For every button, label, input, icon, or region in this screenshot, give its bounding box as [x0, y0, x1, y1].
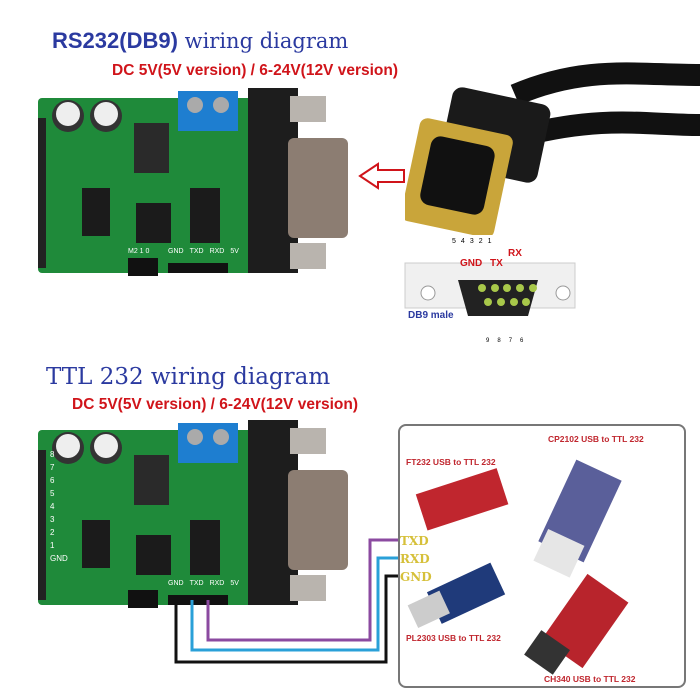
usb-ttl-adapters-box: FT232 USB to TTL 232 CP2102 USB to TTL 2… [398, 424, 686, 688]
gnd-label: GND [460, 258, 483, 269]
pin-number: 2 [478, 238, 483, 245]
pin-label-5v: 5V [230, 248, 239, 255]
txd-signal-label: TXD [400, 534, 429, 548]
rx-label: RX [508, 248, 522, 259]
pin-number: 7 [508, 338, 513, 344]
usb-adapters-image [407, 459, 629, 675]
db9-cable-image [405, 62, 700, 235]
gnd-signal-label: GND [400, 570, 432, 584]
pin-label-gnd: GND [168, 248, 184, 255]
tx-label: TX [490, 258, 503, 269]
pin-label-gnd: GND [168, 580, 184, 587]
side-pin: GND [50, 554, 68, 563]
rs232-addr-labels: M2 1 0 [128, 248, 150, 255]
rxd-signal-label: RXD [400, 552, 430, 566]
rs232-power-text: DC 5V(5V version) / 6-24V(12V version) [112, 62, 399, 79]
pl2303-label: PL2303 USB to TTL 232 [406, 633, 501, 643]
cp2102-label: CP2102 USB to TTL 232 [548, 434, 644, 444]
ttl-header-labels: GND TXD RXD 5V [168, 580, 239, 587]
pin-label-rxd: RXD [209, 248, 225, 255]
side-pin: 7 [50, 463, 55, 472]
ch340-label: CH340 USB to TTL 232 [544, 674, 636, 684]
pin-number: 6 [520, 338, 524, 344]
rs232-title-rest: wiring diagram [177, 29, 349, 53]
side-pin: 6 [50, 476, 55, 485]
ttl-title: TTL 232 wiring diagram [46, 364, 331, 390]
side-pin: 3 [50, 515, 55, 524]
ttl-power-text: DC 5V(5V version) / 6-24V(12V version) [72, 396, 359, 413]
side-pin: 1 [50, 541, 55, 550]
pin-label-5v: 5V [230, 580, 239, 587]
ft232-label: FT232 USB to TTL 232 [406, 457, 496, 467]
side-pin: 8 [50, 450, 55, 459]
pin-number: 3 [469, 238, 474, 245]
side-pin: 4 [50, 502, 55, 511]
pin-number: 9 [486, 338, 490, 344]
pin-number: 4 [460, 238, 465, 245]
rs232-title: RS232(DB9) wiring diagram [52, 28, 348, 54]
pin-number: 5 [452, 238, 456, 245]
rs232-title-bold: RS232(DB9) [52, 28, 178, 53]
db9-male-label: DB9 male [408, 310, 454, 321]
arrow-left-icon [358, 162, 405, 190]
pin-label-rxd: RXD [209, 580, 225, 587]
pin-label-txd: TXD [189, 248, 204, 255]
pin-label-txd: TXD [189, 580, 204, 587]
rs232-header-labels: GND TXD RXD 5V [168, 248, 239, 255]
side-pin: 5 [50, 489, 55, 498]
pin-number: 1 [487, 238, 492, 245]
side-pin: 2 [50, 528, 55, 537]
pin-number: 8 [497, 338, 501, 344]
